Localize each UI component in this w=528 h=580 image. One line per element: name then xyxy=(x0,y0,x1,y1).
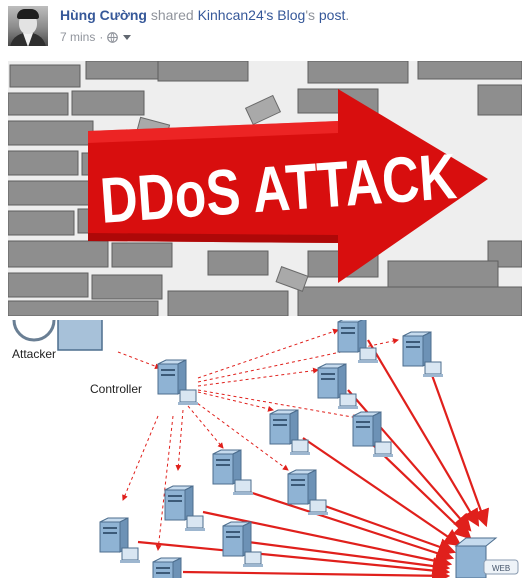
attacker-icon xyxy=(12,320,103,351)
controller-label: Controller xyxy=(90,382,142,396)
period-text: . xyxy=(345,7,350,23)
web-server-icon xyxy=(454,537,519,578)
author-name-link[interactable]: Hùng Cường xyxy=(60,7,147,23)
possessive-text: 's xyxy=(305,7,315,23)
ddos-diagram-image[interactable]: Attacker Controller WEB xyxy=(8,320,522,578)
avatar[interactable] xyxy=(8,6,48,46)
source-page-link[interactable]: Kinhcan24's Blog xyxy=(197,7,306,23)
chevron-down-icon[interactable] xyxy=(123,34,132,40)
action-text: shared xyxy=(150,7,194,23)
post-meta: 7 mins · xyxy=(60,30,132,44)
post-headline: Hùng Cường shared Kinhcan24's Blog's pos… xyxy=(60,7,349,23)
meta-separator: · xyxy=(99,30,104,44)
globe-icon[interactable] xyxy=(107,31,119,43)
post-header: Hùng Cường shared Kinhcan24's Blog's pos… xyxy=(0,0,528,58)
web-label: WEB xyxy=(492,564,510,573)
timestamp-link[interactable]: 7 mins xyxy=(60,30,96,44)
attacker-label: Attacker xyxy=(12,347,56,361)
ddos-banner-image[interactable]: DDoS ATTACK xyxy=(8,61,522,316)
shared-post-link[interactable]: post xyxy=(318,7,346,23)
